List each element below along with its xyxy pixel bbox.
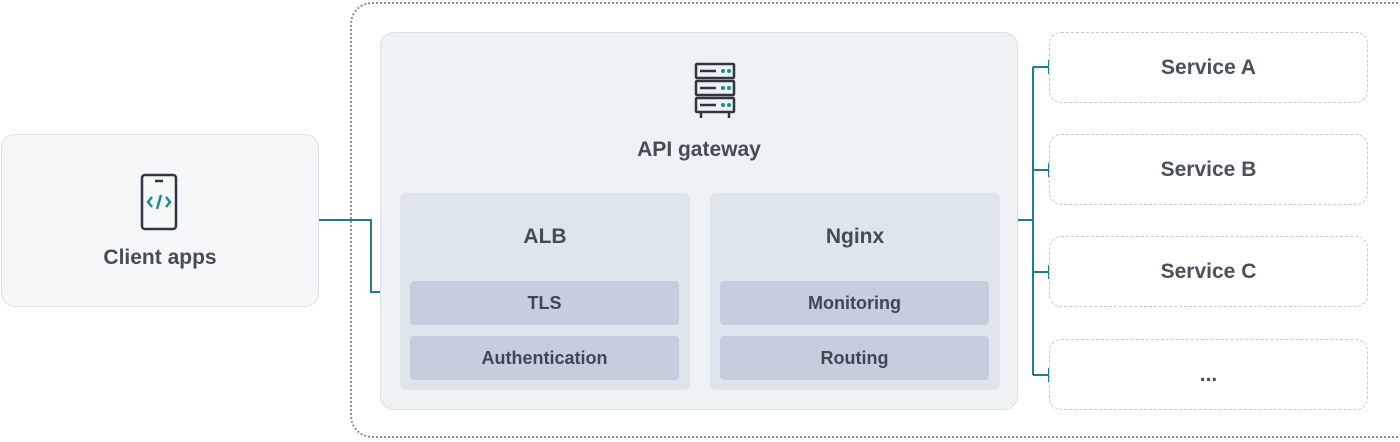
routing-chip: Routing: [720, 336, 989, 380]
authentication-chip: Authentication: [410, 336, 679, 380]
monitoring-chip: Monitoring: [720, 281, 989, 325]
client-apps-box: [1, 134, 319, 307]
client-apps-label: Client apps: [103, 246, 217, 269]
service-c-box: Service C: [1049, 236, 1368, 307]
api-gateway-label: API gateway: [637, 138, 761, 161]
alb-title: ALB: [523, 225, 567, 248]
service-a-box: Service A: [1049, 32, 1368, 103]
server-rack-icon: [694, 62, 736, 118]
mobile-code-icon: [140, 173, 178, 231]
nginx-title: Nginx: [825, 225, 885, 248]
service-more-box: ...: [1049, 339, 1368, 410]
service-b-box: Service B: [1049, 134, 1368, 205]
tls-chip: TLS: [410, 281, 679, 325]
